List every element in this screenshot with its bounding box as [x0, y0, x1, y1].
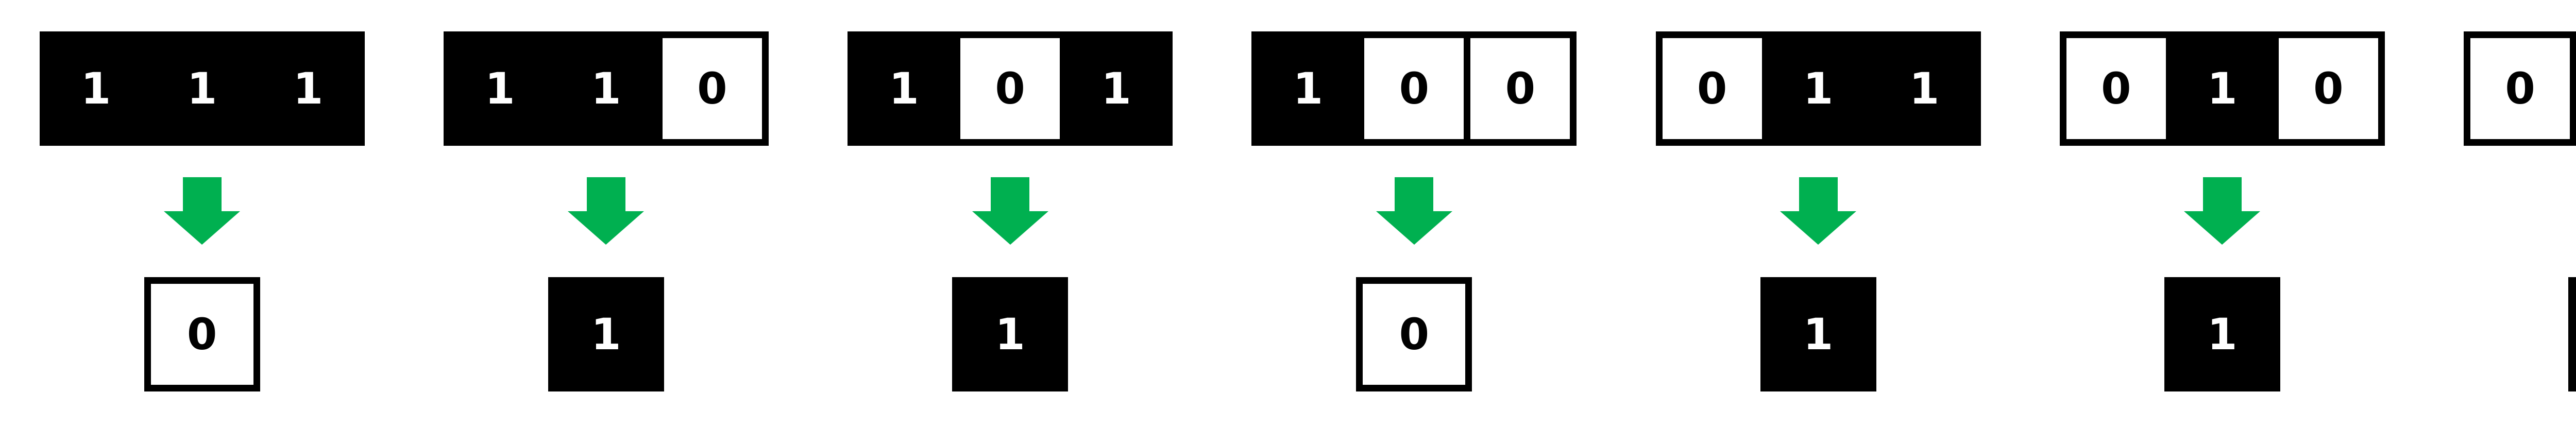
- neighborhood-row: 0 1 1: [1655, 31, 1981, 146]
- arrow-stem: [991, 177, 1030, 211]
- neighborhood-row: 1 0 0: [1251, 31, 1577, 146]
- arrow-stem: [586, 177, 625, 211]
- pattern-cell: 0: [1655, 31, 1769, 146]
- pattern-cell: 1: [549, 31, 663, 146]
- arrow-head: [164, 211, 241, 245]
- rule-group: 1 0 1 1: [808, 0, 1212, 426]
- pattern-cell: 0: [1358, 31, 1471, 146]
- arrow-head: [1376, 211, 1452, 245]
- rule-group: 1 1 1 0: [0, 0, 404, 426]
- pattern-cell: 1: [39, 31, 152, 146]
- pattern-cell: 1: [145, 31, 259, 146]
- neighborhood-row: 0 1 0: [2059, 31, 2385, 146]
- pattern-cell: 1: [848, 31, 961, 146]
- output-cell: 0: [144, 277, 260, 391]
- arrow-down-icon: [2184, 177, 2261, 245]
- output-cell: 1: [2568, 277, 2576, 391]
- rule-group: 0 0 1 1: [2425, 0, 2576, 426]
- arrow-down-icon: [972, 177, 1048, 245]
- rule-group: 1 0 0 0: [1212, 0, 1616, 426]
- neighborhood-row: 1 1 1: [39, 31, 365, 146]
- pattern-cell: 0: [655, 31, 769, 146]
- pattern-cell: 1: [251, 31, 365, 146]
- rule-group: 0 1 1 1: [1616, 0, 2020, 426]
- output-cell: 0: [1356, 277, 1472, 391]
- pattern-cell: 0: [1464, 31, 1577, 146]
- arrow-down-icon: [1376, 177, 1452, 245]
- pattern-cell: 0: [2059, 31, 2173, 146]
- pattern-cell: 1: [2165, 31, 2279, 146]
- pattern-cell: 1: [1251, 31, 1365, 146]
- arrow-stem: [2202, 177, 2242, 211]
- arrow-down-icon: [164, 177, 241, 245]
- arrow-stem: [1799, 177, 1838, 211]
- neighborhood-row: 1 1 0: [443, 31, 769, 146]
- rule-group: 1 1 0 1: [404, 0, 808, 426]
- pattern-cell: 0: [954, 31, 1067, 146]
- pattern-cell: 0: [2464, 31, 2576, 146]
- pattern-cell: 1: [1060, 31, 1173, 146]
- neighborhood-row: 0 0 1: [2464, 31, 2576, 146]
- arrow-head: [972, 211, 1048, 245]
- arrow-stem: [1395, 177, 1434, 211]
- arrow-head: [1780, 211, 1857, 245]
- output-cell: 1: [952, 277, 1069, 391]
- arrow-head: [568, 211, 645, 245]
- arrow-head: [2184, 211, 2261, 245]
- pattern-cell: 1: [443, 31, 556, 146]
- pattern-cell: 0: [2570, 31, 2576, 146]
- rule-group: 0 1 0 1: [2020, 0, 2424, 426]
- neighborhood-row: 1 0 1: [848, 31, 1173, 146]
- arrow-down-icon: [568, 177, 645, 245]
- arrow-stem: [182, 177, 222, 211]
- pattern-cell: 1: [1761, 31, 1875, 146]
- arrow-down-icon: [1780, 177, 1857, 245]
- pattern-cell: 1: [1868, 31, 1981, 146]
- output-cell: 1: [548, 277, 664, 391]
- pattern-cell: 0: [2272, 31, 2385, 146]
- output-cell: 1: [1760, 277, 1876, 391]
- output-cell: 1: [2164, 277, 2280, 391]
